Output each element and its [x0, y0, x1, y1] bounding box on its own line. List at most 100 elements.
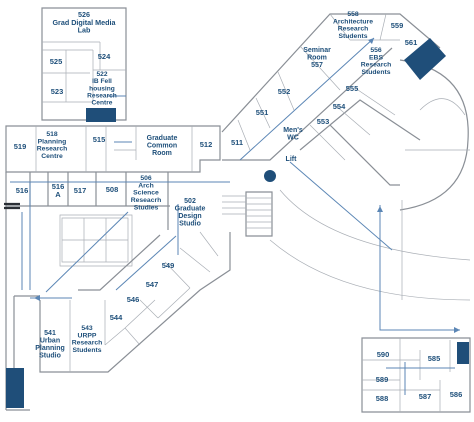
- room-549: 549: [162, 261, 175, 270]
- wall-lower-diagonal-outer: [39, 232, 231, 373]
- route-bottom-right: [386, 362, 455, 395]
- room-552: 552: [278, 87, 291, 96]
- room-label-line: Graduate: [175, 206, 206, 213]
- room-label-line: 506: [140, 175, 152, 182]
- centre-stairs: [222, 191, 273, 237]
- room-label-line: Grad Digital Media: [52, 18, 116, 27]
- room-label-line: Lab: [78, 26, 91, 35]
- stair-accent-585: [457, 342, 469, 364]
- room-525: 525: [50, 57, 63, 66]
- room-label-line: Planning: [38, 138, 67, 145]
- room-label-line: Lift: [286, 156, 298, 163]
- room-label-line: 526: [78, 10, 90, 19]
- wall-upper-wing-outer: [221, 13, 441, 133]
- room-label-line: Design: [178, 213, 201, 220]
- room-label-line: 508: [106, 185, 119, 194]
- room-588: 588: [376, 394, 389, 403]
- room-label-line: EBS: [369, 54, 383, 61]
- room-523: 523: [51, 87, 64, 96]
- room-label-line: Room: [307, 55, 327, 62]
- room-label-line: URPP: [78, 332, 97, 339]
- room-label-line: 558: [347, 11, 359, 18]
- room-label-line: WC: [287, 135, 299, 142]
- room-517: 517: [74, 186, 87, 195]
- room-590: 590: [377, 350, 390, 359]
- room-label-line: 502: [184, 198, 196, 205]
- wall-lower-wing: [299, 99, 421, 186]
- room-label-line: 511: [231, 138, 243, 147]
- wall-upper-wing-inner: [222, 47, 393, 161]
- room-label-line: Architecture: [333, 18, 373, 25]
- route-arrow-n: [377, 206, 383, 212]
- room-508: 508: [106, 185, 119, 194]
- route-arrow-e: [454, 327, 460, 333]
- room-label-line: 553: [317, 117, 330, 126]
- room-label-line: Centre: [92, 100, 113, 107]
- room-553: 553: [317, 117, 330, 126]
- room-label-line: 549: [162, 261, 175, 270]
- room-587: 587: [419, 392, 432, 401]
- room-label-line: Studio: [179, 221, 201, 228]
- room-label-line: 519: [14, 142, 27, 151]
- room-546: 546: [127, 295, 140, 304]
- room-559: 559: [391, 21, 404, 30]
- room-label-line: Room: [152, 150, 172, 157]
- wall-rotunda-inner: [401, 98, 470, 300]
- stair-accent-561: [404, 38, 446, 80]
- room-label-line: Studies: [134, 204, 159, 211]
- room-label-line: Research: [37, 146, 68, 153]
- room-label-line: 551: [256, 108, 269, 117]
- room-519: 519: [14, 142, 27, 151]
- wall-sweep: [269, 189, 471, 301]
- atrium-outline: [59, 214, 133, 267]
- room-label-line: 561: [405, 38, 418, 47]
- room-label-line: 556: [370, 47, 382, 54]
- stair-landing: [222, 195, 246, 215]
- wall-tower-inner: [42, 41, 126, 103]
- room-label-line: 524: [98, 52, 111, 61]
- room-label-line: 546: [127, 295, 140, 304]
- room-label-line: Common: [147, 143, 177, 150]
- room-label-line: Students: [361, 69, 390, 76]
- wall-inner-diagonal: [78, 234, 161, 291]
- route-lower-diagonal: [115, 235, 177, 291]
- room-label-line: Research: [72, 340, 103, 347]
- wall-upper-wing-rooms: [237, 13, 400, 151]
- room-label-line: Men's: [283, 127, 303, 134]
- stair-outline: [245, 191, 273, 237]
- room-554: 554: [333, 102, 346, 111]
- room-label-line: 547: [146, 280, 159, 289]
- room-561: 561: [405, 38, 418, 47]
- circulation-routes: [10, 37, 460, 395]
- room-label-line: Students: [72, 347, 101, 354]
- room-544: 544: [110, 313, 123, 322]
- room-524: 524: [98, 52, 111, 61]
- room-label-line: Planning: [35, 345, 65, 352]
- route-upper-diagonal: [239, 37, 375, 161]
- room-label-line: 586: [450, 390, 463, 399]
- stair-treads: [246, 197, 272, 229]
- room-label-line: Research: [338, 26, 369, 33]
- room-label-line: 590: [377, 350, 390, 359]
- wall-bottom-right: [361, 337, 471, 413]
- wall-rotunda-outer: [399, 59, 469, 211]
- room-516: 516: [16, 186, 29, 195]
- room-label-line: IB Fell: [92, 78, 112, 85]
- route-short-stubs: [108, 95, 132, 143]
- room-label-line: Research: [361, 62, 392, 69]
- room-label-line: 515: [93, 135, 106, 144]
- room-label-line: 516: [16, 186, 29, 195]
- room-label-line: 588: [376, 394, 389, 403]
- wall-dark-marker: [4, 202, 20, 210]
- room-label-line: 559: [391, 21, 404, 30]
